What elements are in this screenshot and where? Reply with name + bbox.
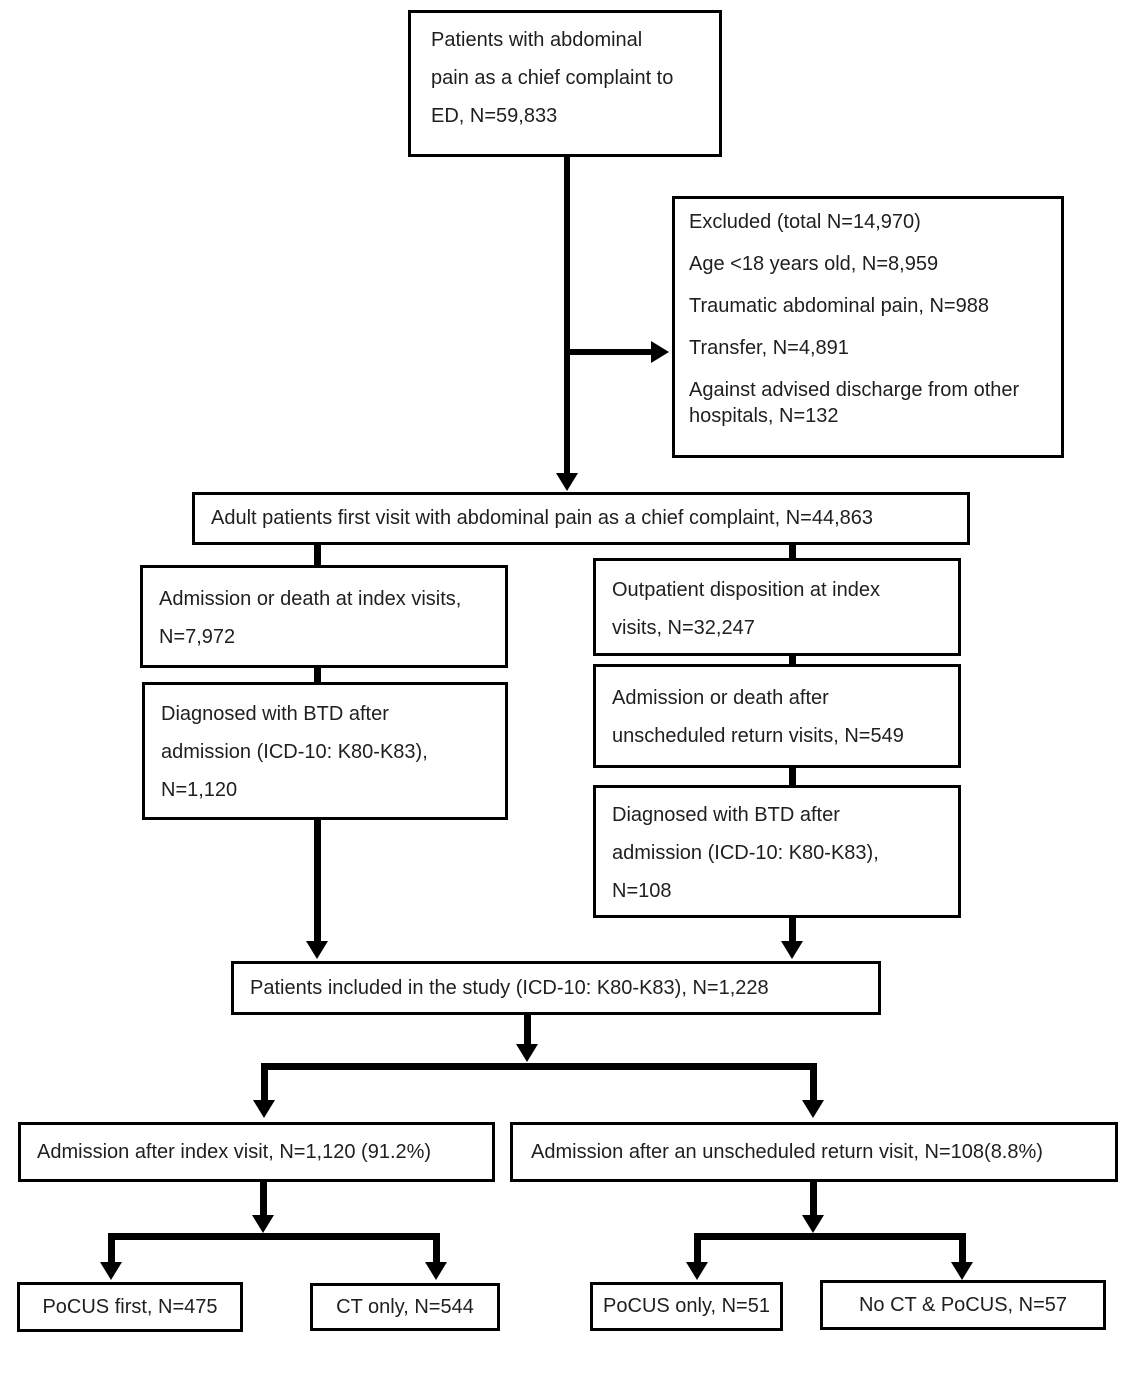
box-btd-after-admission-index: Diagnosed with BTD after admission (ICD-…: [142, 682, 508, 820]
excluded-item-trauma: Traumatic abdominal pain, N=988: [689, 295, 989, 317]
box-no-ct-pocus: No CT & PoCUS, N=57: [820, 1280, 1106, 1330]
arrowhead-return-stem: [802, 1215, 824, 1233]
arrowhead-down-into-included-left: [306, 941, 328, 959]
connector-index-stem: [260, 1182, 267, 1216]
arrowhead-right-into-excluded: [651, 341, 669, 363]
connector-split-drop-left: [261, 1063, 268, 1101]
box-adult-first-visit: Adult patients first visit with abdomina…: [192, 492, 970, 545]
arrowhead-included-stem: [516, 1044, 538, 1062]
box-ct-only: CT only, N=544: [310, 1283, 500, 1331]
connector-to-excluded: [567, 349, 653, 355]
connector-index-split-bar: [108, 1233, 440, 1240]
box-pocus-first-text: PoCUS first, N=475: [42, 1295, 218, 1318]
connector-return-admission-to-btd: [789, 766, 796, 786]
excluded-item-transfer: Transfer, N=4,891: [689, 337, 849, 359]
arrowhead-into-no-ct-pocus: [951, 1262, 973, 1280]
box-admission-or-death-index-text: Admission or death at index visits, N=7,…: [159, 588, 462, 648]
box-admission-or-death-index: Admission or death at index visits, N=7,…: [140, 565, 508, 668]
box-admission-after-return-text: Admission after an unscheduled return vi…: [531, 1140, 1043, 1163]
arrowhead-into-ct-only: [425, 1262, 447, 1280]
arrowhead-down-into-included-right: [781, 941, 803, 959]
arrowhead-into-pocus-only: [686, 1262, 708, 1280]
box-btd-after-admission-return-text: Diagnosed with BTD after admission (ICD-…: [612, 804, 879, 902]
box-admission-after-index-text: Admission after index visit, N=1,120 (91…: [37, 1140, 432, 1163]
connector-return-drop-right: [959, 1233, 966, 1263]
connector-adult-to-outpatient: [789, 545, 796, 560]
excluded-title: Excluded (total N=14,970): [689, 211, 921, 233]
box-pocus-first: PoCUS first, N=475: [17, 1282, 243, 1332]
connector-top-to-adult: [564, 157, 570, 475]
arrowhead-into-admission-after-return: [802, 1100, 824, 1118]
box-patients-abdominal-pain-ed-text: Patients with abdominal pain as a chief …: [431, 29, 674, 127]
box-admission-after-index: Admission after index visit, N=1,120 (91…: [18, 1122, 495, 1182]
connector-return-stem: [810, 1182, 817, 1216]
box-admission-or-death-return: Admission or death after unscheduled ret…: [593, 664, 961, 768]
connector-included-split-bar: [261, 1063, 817, 1070]
box-excluded: Excluded (total N=14,970) Age <18 years …: [672, 196, 1064, 458]
arrowhead-index-stem: [252, 1215, 274, 1233]
arrowhead-into-admission-after-index: [253, 1100, 275, 1118]
box-outpatient-disposition: Outpatient disposition at index visits, …: [593, 558, 961, 656]
box-pocus-only-text: PoCUS only, N=51: [603, 1295, 770, 1317]
box-btd-after-admission-return: Diagnosed with BTD after admission (ICD-…: [593, 785, 961, 918]
connector-return-drop-left: [694, 1233, 701, 1263]
connector-admission-index-to-btd: [314, 666, 321, 684]
connector-btd-index-to-included: [314, 818, 321, 942]
arrowhead-into-pocus-first: [100, 1262, 122, 1280]
box-patients-included: Patients included in the study (ICD-10: …: [231, 961, 881, 1015]
arrowhead-down-into-adult: [556, 473, 578, 491]
box-no-ct-pocus-text: No CT & PoCUS, N=57: [858, 1293, 1068, 1316]
box-pocus-only: PoCUS only, N=51: [590, 1282, 783, 1331]
connector-split-drop-right: [810, 1063, 817, 1101]
box-btd-after-admission-index-text: Diagnosed with BTD after admission (ICD-…: [161, 703, 428, 801]
excluded-item-age: Age <18 years old, N=8,959: [689, 253, 939, 275]
box-admission-after-return: Admission after an unscheduled return vi…: [510, 1122, 1118, 1182]
box-ct-only-text: CT only, N=544: [336, 1295, 474, 1318]
connector-included-stem: [524, 1013, 531, 1045]
box-admission-or-death-return-text: Admission or death after unscheduled ret…: [612, 687, 904, 747]
excluded-item-against-advised: Against advised discharge from other hos…: [689, 379, 1020, 427]
box-outpatient-disposition-text: Outpatient disposition at index visits, …: [612, 579, 880, 639]
connector-index-drop-left: [108, 1233, 115, 1263]
connector-outpatient-to-return-admission: [789, 654, 796, 666]
connector-index-drop-right: [433, 1233, 440, 1263]
box-adult-first-visit-text: Adult patients first visit with abdomina…: [211, 507, 874, 529]
connector-btd-return-to-included: [789, 916, 796, 942]
box-patients-abdominal-pain-ed: Patients with abdominal pain as a chief …: [408, 10, 722, 157]
box-patients-included-text: Patients included in the study (ICD-10: …: [250, 976, 769, 999]
connector-adult-to-admission-index: [314, 545, 321, 567]
connector-return-split-bar: [694, 1233, 966, 1240]
